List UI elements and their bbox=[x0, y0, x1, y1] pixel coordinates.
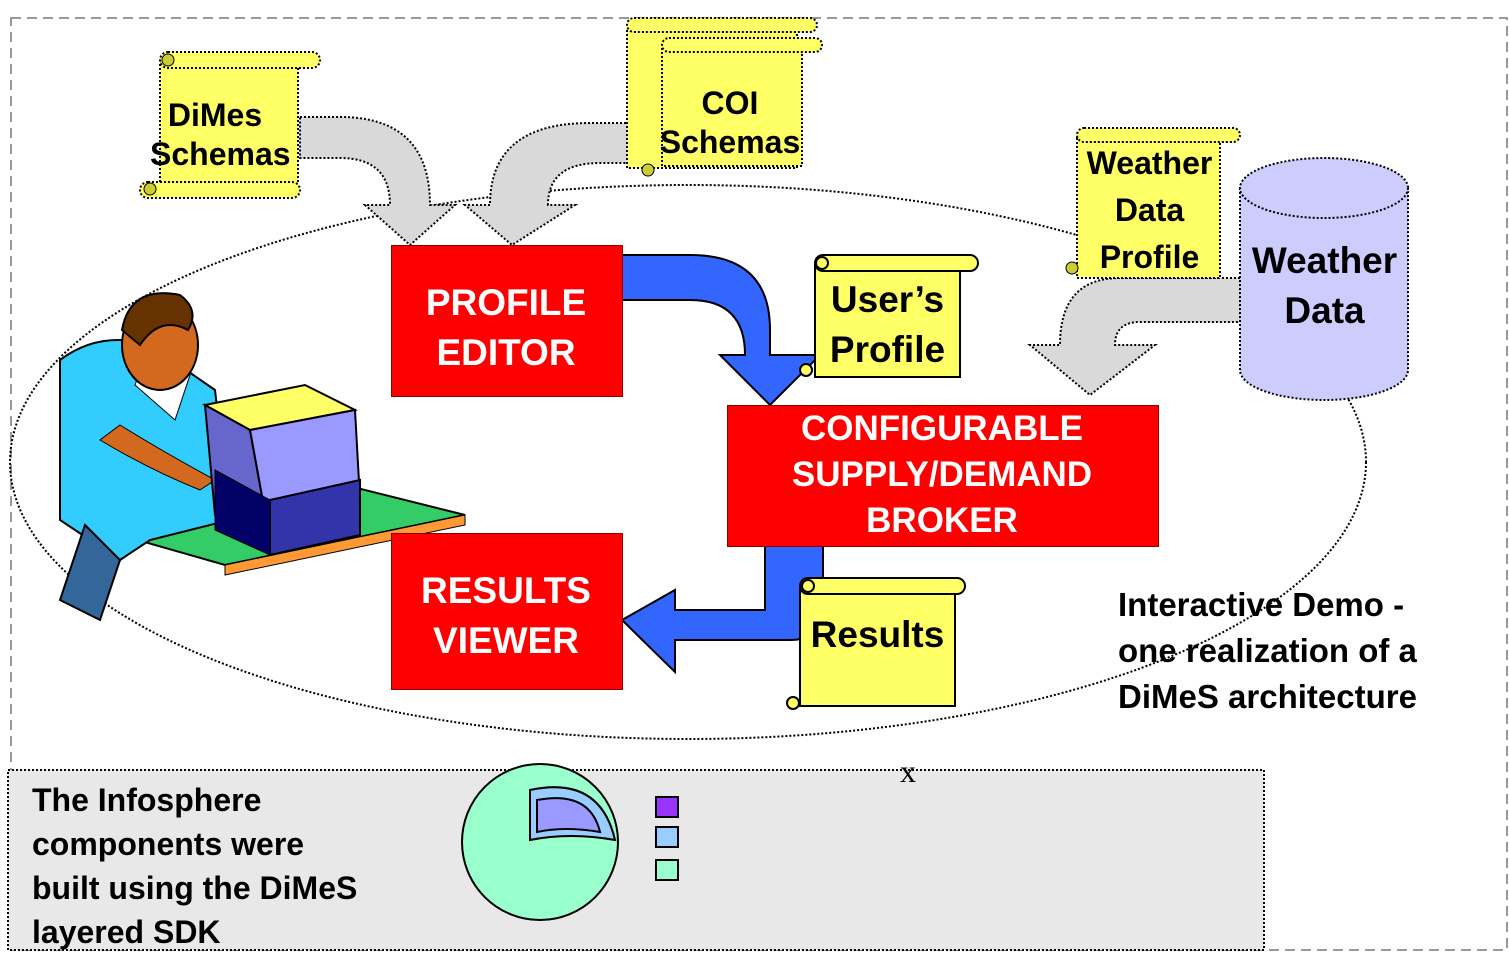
person-at-computer-icon bbox=[58, 292, 466, 622]
legend-square-green bbox=[655, 859, 679, 881]
scroll-icon bbox=[139, 51, 321, 199]
results-label: Results bbox=[810, 614, 945, 655]
bottom-panel bbox=[7, 769, 1265, 951]
gray-arrow-dimes bbox=[299, 116, 458, 247]
scroll-icon bbox=[626, 17, 823, 177]
legend-square-purple bbox=[655, 796, 679, 818]
scroll-icon bbox=[786, 577, 966, 710]
results-viewer-box bbox=[391, 533, 623, 690]
database-icon bbox=[1239, 157, 1409, 401]
x-marker: x bbox=[900, 753, 916, 789]
legend-square-blue bbox=[655, 826, 679, 848]
blue-arrow-to-viewer bbox=[620, 544, 824, 675]
profile-editor-box bbox=[391, 245, 623, 397]
gray-arrow-weather bbox=[1027, 277, 1241, 397]
scroll-icon bbox=[1065, 127, 1241, 279]
layered-circle-icon bbox=[461, 763, 619, 921]
blue-arrow-to-broker bbox=[621, 254, 823, 407]
gray-arrow-coi bbox=[462, 122, 631, 247]
scroll-icon bbox=[799, 254, 979, 378]
system-boundary-ellipse bbox=[9, 184, 1367, 740]
broker-box bbox=[727, 405, 1159, 547]
